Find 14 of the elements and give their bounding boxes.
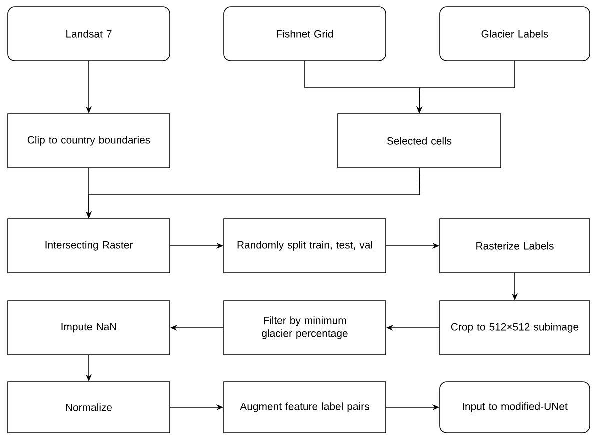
process-box: Crop to 512×512 subimage <box>440 300 590 356</box>
start-box: Fishnet Grid <box>224 6 386 62</box>
process-box: Intersecting Raster <box>8 218 170 274</box>
process-box: Rasterize Labels <box>440 218 590 274</box>
start-box: Glacier Labels <box>440 6 590 62</box>
process-box: Impute NaN <box>8 300 170 356</box>
process-box: Filter by minimum glacier percentage <box>224 300 386 356</box>
process-box: Clip to country boundaries <box>8 114 170 168</box>
start-box: Landsat 7 <box>8 6 170 62</box>
start-box: Input to modified-UNet <box>440 382 590 434</box>
process-box: Selected cells <box>338 114 502 168</box>
process-box: Randomly split train, test, val <box>224 218 386 274</box>
process-box: Normalize <box>8 382 170 434</box>
process-box: Augment feature label pairs <box>224 382 386 434</box>
